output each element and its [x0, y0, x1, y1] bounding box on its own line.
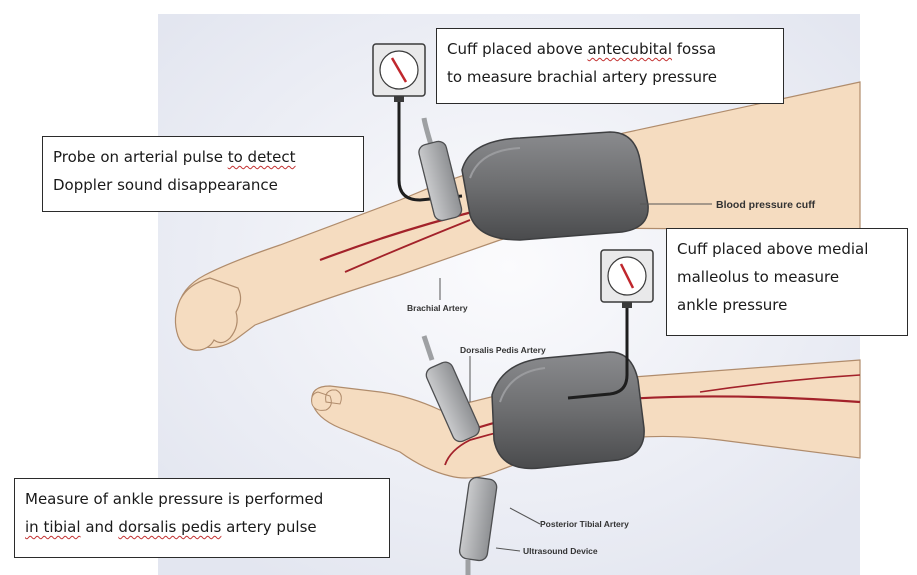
- pressure-gauge-icon: [373, 44, 425, 102]
- callout-ankle-cuff: Cuff placed above medial malleolus to me…: [666, 228, 908, 336]
- text: Probe on arterial pulse: [53, 148, 228, 166]
- callout-brachial-cuff: Cuff placed above antecubital fossa to m…: [436, 28, 784, 104]
- callout-measure-line1: Measure of ankle pressure is performed: [25, 485, 379, 513]
- callout-probe-line2: Doppler sound disappearance: [53, 171, 353, 199]
- callout-probe: Probe on arterial pulse to detect Dopple…: [42, 136, 364, 212]
- pressure-gauge-icon: [601, 250, 653, 308]
- text-spellcheck: in tibial: [25, 518, 81, 536]
- callout-measure-line2: in tibial and dorsalis pedis artery puls…: [25, 513, 379, 541]
- callout-brachial-cuff-line1: Cuff placed above antecubital fossa: [447, 35, 773, 63]
- label-dorsalis-pedis-artery: Dorsalis Pedis Artery: [460, 345, 546, 355]
- text-spellcheck: to detect: [228, 148, 296, 166]
- label-brachial-artery: Brachial Artery: [407, 303, 468, 313]
- callout-probe-line1: Probe on arterial pulse to detect: [53, 143, 353, 171]
- callout-measure: Measure of ankle pressure is performed i…: [14, 478, 390, 558]
- text: Cuff placed above: [447, 40, 588, 58]
- ankle-blood-pressure-cuff: [492, 352, 644, 468]
- label-blood-pressure-cuff: Blood pressure cuff: [716, 199, 816, 211]
- label-posterior-tibial-artery: Posterior Tibial Artery: [540, 519, 629, 529]
- callout-ankle-cuff-line1: Cuff placed above medial: [677, 235, 897, 263]
- callout-brachial-cuff-line2: to measure brachial artery pressure: [447, 63, 773, 91]
- text: fossa: [672, 40, 716, 58]
- text-spellcheck: dorsalis pedis: [118, 518, 221, 536]
- arm-blood-pressure-cuff: [462, 132, 648, 240]
- callout-ankle-cuff-line3: ankle pressure: [677, 291, 897, 319]
- label-ultrasound-device: Ultrasound Device: [523, 546, 598, 556]
- callout-ankle-cuff-line2: malleolus to measure: [677, 263, 897, 291]
- text: artery pulse: [221, 518, 316, 536]
- text-spellcheck: antecubital: [588, 40, 673, 58]
- text: and: [81, 518, 119, 536]
